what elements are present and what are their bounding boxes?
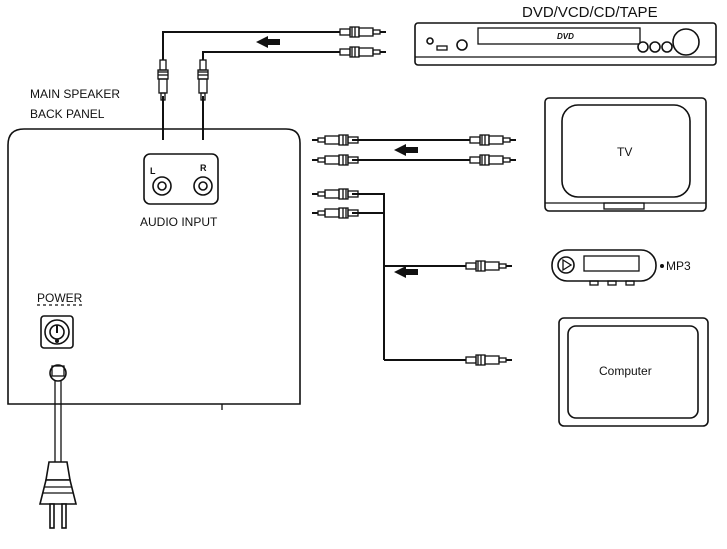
main-speaker-label-line2: BACK PANEL [30, 107, 105, 121]
arrow-left-icon [394, 144, 418, 156]
power-control: POWER [37, 291, 84, 349]
dvd-logo-label: DVD [557, 32, 574, 41]
rca-plug-icon [157, 59, 169, 101]
rca-plug-icon [465, 354, 513, 366]
dvd-player: DVD/VCD/CD/TAPE DVD [414, 4, 717, 66]
power-knob-icon [40, 315, 74, 349]
rca-plug-icon [311, 207, 359, 219]
rca-plug-icon [311, 134, 359, 146]
mp3-label: MP3 [666, 259, 691, 273]
main-speaker-panel: MAIN SPEAKER BACK PANEL [7, 87, 301, 410]
jack-right-label: R [200, 163, 207, 173]
tv-cable [311, 134, 517, 166]
audio-input-label: AUDIO INPUT [140, 215, 218, 229]
rca-plug-icon [339, 26, 387, 38]
arrow-left-icon [394, 266, 418, 278]
dvd-cable [157, 26, 387, 140]
rca-plug-icon [469, 154, 517, 166]
tv-label: TV [617, 145, 632, 159]
main-speaker-label-line1: MAIN SPEAKER [30, 87, 120, 101]
tv-device: TV [544, 97, 707, 212]
power-plug-icon [38, 461, 78, 529]
power-label: POWER [37, 291, 83, 305]
dvd-title-label: DVD/VCD/CD/TAPE [522, 4, 658, 21]
arrow-left-icon [256, 36, 280, 48]
rca-plug-icon [197, 59, 209, 101]
audio-input-jacks: L R AUDIO INPUT [140, 153, 219, 229]
rca-plug-icon [469, 134, 517, 146]
computer-label: Computer [599, 364, 652, 378]
jack-left-label: L [150, 166, 156, 176]
power-cord [38, 364, 78, 529]
rca-plug-icon [311, 188, 359, 200]
rca-plug-icon [339, 46, 387, 58]
computer-device: Computer [558, 317, 709, 427]
mp3-device: MP3 [551, 249, 691, 286]
rca-plug-icon [465, 260, 513, 272]
rca-plug-icon [311, 154, 359, 166]
mp3-computer-cable [311, 188, 513, 366]
